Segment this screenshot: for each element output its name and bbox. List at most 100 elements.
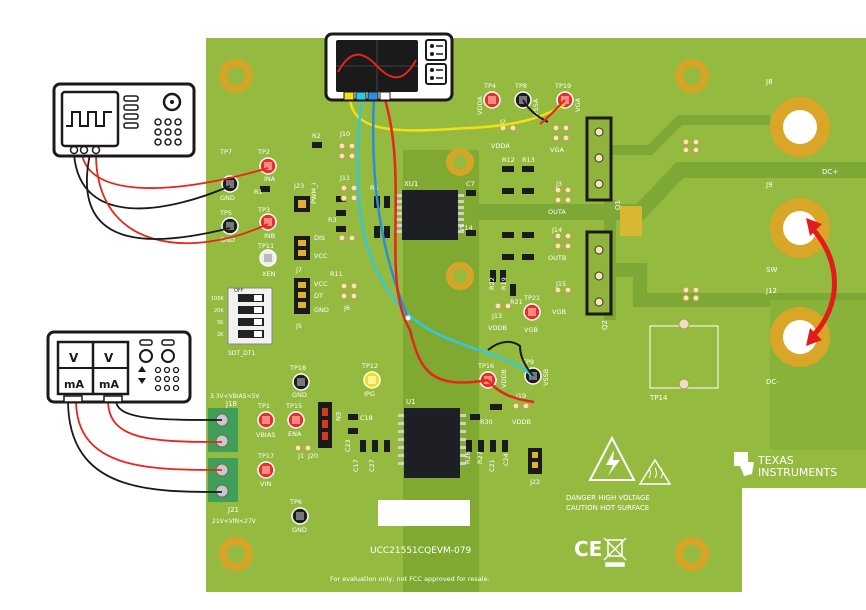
label-r1: R1 bbox=[254, 188, 263, 196]
testpoint-tp5[interactable] bbox=[221, 217, 239, 235]
label-vdda: VDDA bbox=[476, 96, 484, 115]
label-dip-1: 100K bbox=[211, 296, 225, 302]
label-dcp: DC+ bbox=[822, 168, 838, 176]
label-pwm-i: PWM_I bbox=[310, 183, 318, 204]
label-tp16: TP16 bbox=[477, 362, 494, 370]
label-vbias: VBIAS bbox=[256, 431, 275, 439]
label-tp11: TP11 bbox=[257, 242, 274, 250]
passive-components bbox=[260, 142, 534, 452]
wire-black-gen-b bbox=[86, 153, 231, 240]
testpoint-tp15[interactable] bbox=[287, 411, 305, 429]
label-j10: J10 bbox=[339, 130, 350, 138]
testpoint-tp2[interactable] bbox=[259, 157, 277, 175]
wire-black-gen-a bbox=[73, 153, 231, 210]
label-r3: R3 bbox=[328, 216, 337, 224]
label-plate bbox=[378, 500, 470, 526]
label-dip-off: OFF bbox=[234, 288, 244, 294]
label-ina: INA bbox=[264, 175, 276, 183]
probe-tip bbox=[405, 315, 411, 321]
label-tp15: TP15 bbox=[285, 402, 302, 410]
label-en: EN bbox=[334, 412, 342, 421]
label-vddb: VDDB bbox=[488, 324, 507, 332]
ce-mark: CE bbox=[574, 537, 602, 561]
label-j14: J14 bbox=[551, 226, 562, 234]
jumper-j7[interactable] bbox=[294, 236, 310, 260]
terminal-block-j21[interactable] bbox=[208, 458, 238, 502]
testpoint-tp18[interactable] bbox=[292, 373, 310, 391]
weee-bin-icon bbox=[603, 537, 627, 567]
label-dcm: DC- bbox=[766, 378, 779, 386]
terminal-block-j18[interactable] bbox=[208, 408, 238, 452]
label-tp6: TP6 bbox=[289, 498, 302, 506]
supply-ma2-label: mA bbox=[99, 378, 119, 391]
high-voltage-warning-icon bbox=[588, 435, 636, 481]
jumper-j23[interactable] bbox=[294, 196, 310, 212]
terminal-j9[interactable] bbox=[770, 198, 830, 258]
label-j11: J11 bbox=[339, 174, 350, 182]
label-tp14: TP14 bbox=[649, 394, 668, 402]
terminal-j12[interactable] bbox=[770, 307, 830, 367]
wire-black-vssa bbox=[522, 99, 549, 123]
wire-red-probe-2 bbox=[487, 379, 535, 404]
label-vgb: VGB bbox=[552, 308, 566, 316]
jumper-j22[interactable] bbox=[528, 448, 542, 474]
label-r22: R22 bbox=[488, 277, 496, 290]
label-danger-high-voltage: DANGER HIGH VOLTAGE bbox=[566, 494, 650, 502]
wire-red-gen-a bbox=[81, 153, 269, 189]
tp14-hole bbox=[678, 318, 690, 330]
label-vcc1: VCC bbox=[314, 252, 328, 260]
label-c23: C23 bbox=[344, 439, 352, 452]
label-j22: J22 bbox=[529, 478, 540, 486]
label-j1: J1 bbox=[297, 452, 304, 460]
label-tp19: TP19 bbox=[554, 82, 571, 90]
label-tp18-gnd: GND bbox=[292, 391, 307, 399]
mounting-hole bbox=[675, 537, 709, 571]
supply-v2-label: V bbox=[104, 351, 114, 365]
label-sw: SW bbox=[766, 266, 777, 274]
label-j20: J20 bbox=[307, 452, 318, 460]
wire-red-supply-2 bbox=[75, 399, 223, 471]
label-bias-range: 3.3V<VBIAS<5V bbox=[210, 393, 260, 400]
label-vin-range: 21V<VIN<27V bbox=[212, 518, 257, 525]
label-r11: R11 bbox=[330, 270, 343, 278]
mounting-hole bbox=[446, 148, 474, 176]
tp14-hole bbox=[678, 378, 690, 390]
label-c14: C14 bbox=[460, 224, 473, 232]
sw-arrow-head-bottom bbox=[806, 328, 822, 346]
testpoint-tp4[interactable] bbox=[483, 91, 501, 109]
label-c27: C27 bbox=[368, 459, 376, 472]
testpoint-tp11[interactable] bbox=[259, 249, 277, 267]
label-tp3: TP3 bbox=[257, 206, 270, 214]
testpoint-tp21[interactable] bbox=[523, 303, 541, 321]
terminal-j8[interactable] bbox=[770, 97, 830, 157]
sw-arrow-head-top bbox=[806, 218, 822, 236]
dip-switch-sdt-dt1[interactable] bbox=[227, 287, 273, 345]
testpoint-tp3[interactable] bbox=[259, 213, 277, 231]
label-j7: J7 bbox=[295, 266, 302, 274]
power-trace bbox=[470, 162, 866, 220]
label-j21: J21 bbox=[227, 506, 239, 514]
testpoint-tp12[interactable] bbox=[363, 371, 381, 389]
label-j19-vddb: VDDB bbox=[512, 418, 531, 426]
label-r19: R19 bbox=[500, 277, 508, 290]
jumper-j20[interactable] bbox=[318, 402, 332, 448]
testpoint-tp6[interactable] bbox=[291, 507, 309, 525]
label-vssb: VSSB bbox=[542, 369, 550, 386]
label-sdt: SDT_DT1 bbox=[228, 350, 255, 357]
testpoint-tp1[interactable] bbox=[257, 411, 275, 429]
jumper-j5[interactable] bbox=[294, 278, 310, 314]
hot-surface-warning-icon bbox=[638, 458, 672, 485]
label-gnd-j5: GND bbox=[314, 306, 329, 314]
label-inb: INB bbox=[264, 232, 275, 240]
label-r27: R27 bbox=[476, 451, 484, 464]
label-tp8: TP8 bbox=[514, 82, 527, 90]
label-tp1: TP1 bbox=[257, 402, 270, 410]
testpoint-tp17[interactable] bbox=[257, 461, 275, 479]
label-caution-hot-surface: CAUTION HOT SURFACE bbox=[566, 504, 649, 512]
header-pads bbox=[294, 124, 700, 452]
label-vga: VGA bbox=[574, 98, 582, 112]
ic-xu1 bbox=[396, 190, 464, 240]
label-tp7-gnd: GND bbox=[220, 194, 235, 202]
label-j19: J19 bbox=[515, 392, 526, 400]
